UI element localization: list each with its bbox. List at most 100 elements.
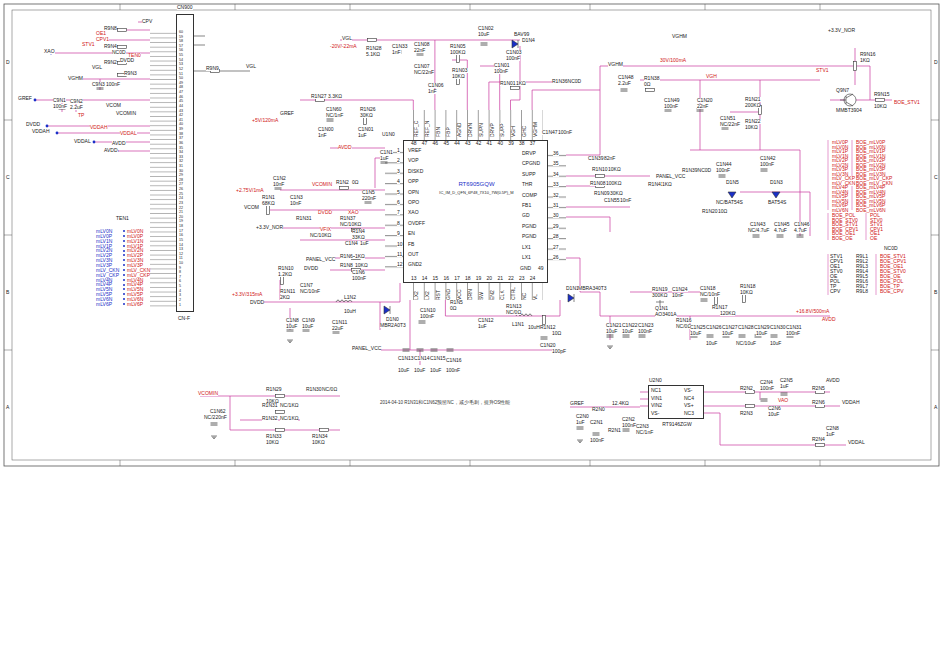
schematic-label: Q1N1 xyxy=(655,306,668,311)
schematic-label: C1N02 xyxy=(478,26,494,31)
schematic-label: B xyxy=(6,290,9,295)
schematic-label: 1uF xyxy=(780,384,789,389)
schematic-label: 43 xyxy=(179,110,183,114)
schematic-label: 100nF xyxy=(760,386,774,391)
components xyxy=(276,428,285,431)
schematic-label: OVDFF xyxy=(408,221,425,226)
schematic-label: NC/10KΩ xyxy=(340,222,361,227)
schematic-label: 1 xyxy=(179,304,181,308)
components xyxy=(266,206,269,215)
schematic-label: BOE_mLV6N xyxy=(856,208,886,213)
schematic-label: 49 xyxy=(179,82,183,86)
schematic-label: 9 xyxy=(397,231,400,236)
schematic-label: 10nF xyxy=(290,201,301,206)
schematic-label: 10KΩ xyxy=(740,290,753,295)
schematic-label: AVDD xyxy=(822,317,836,322)
schematic-label: L1N1 xyxy=(512,322,524,327)
ic-box: U2N0RT9146ZGW xyxy=(648,385,704,419)
schematic-label: VGL xyxy=(246,64,256,69)
schematic-label: 10 xyxy=(179,262,183,266)
schematic-label: RST xyxy=(436,290,441,300)
components xyxy=(333,331,340,333)
schematic-label: 49 xyxy=(538,266,544,271)
schematic-label: C1N7 xyxy=(300,283,313,288)
schematic-label: R1N08 xyxy=(590,181,606,186)
schematic-label: BOE_CPV xyxy=(880,289,904,294)
schematic-label: C1N22 xyxy=(622,323,638,328)
schematic-label: 21 xyxy=(497,276,503,281)
schematic-label: VGHM xyxy=(608,62,623,67)
schematic-label: OPN xyxy=(408,190,419,195)
components xyxy=(431,349,438,351)
schematic-label: PGND xyxy=(522,234,536,239)
schematic-label: R1N12 xyxy=(540,325,556,330)
schematic-label: 10uF xyxy=(430,368,441,373)
schematic-label: C1N4 xyxy=(345,241,358,246)
schematic-label: 12.4KΩ xyxy=(612,401,629,406)
schematic-label: 38 xyxy=(519,141,525,146)
schematic-label: 27 xyxy=(179,183,183,187)
schematic-label: 1KΩ xyxy=(355,254,365,259)
schematic-label: C1N28 xyxy=(738,325,754,330)
schematic-label: DVDD xyxy=(250,300,264,305)
schematic-label: VDDAL xyxy=(74,139,91,144)
net-dots xyxy=(34,99,37,102)
schematic-label: 0Ω xyxy=(644,82,651,87)
schematic-label: VS+ xyxy=(684,403,694,408)
schematic-label: R1N13 xyxy=(506,304,522,309)
schematic-label: 10Ω xyxy=(552,331,561,336)
schematic-label: R1N8 xyxy=(340,263,353,268)
schematic-label: 16 xyxy=(443,276,449,281)
components xyxy=(621,89,628,91)
schematic-label: FBP xyxy=(446,127,451,137)
left-net-wires xyxy=(36,22,150,151)
schematic-label: 45 xyxy=(443,141,449,146)
schematic-label: +3.3V/315mA xyxy=(232,292,262,297)
schematic-label: 35 xyxy=(553,161,559,166)
schematic-label: VCOMIN xyxy=(198,391,218,396)
components xyxy=(276,394,285,397)
components xyxy=(419,321,426,323)
schematic-label: 53 xyxy=(179,63,183,67)
net-dots xyxy=(123,279,125,281)
schematic-label: NC/1KΩ xyxy=(280,416,298,421)
schematic-label: 37 xyxy=(530,141,536,146)
schematic-label: NC/1KΩ xyxy=(280,403,298,408)
schematic-label: R1N31 xyxy=(262,403,278,408)
schematic-label: 11 xyxy=(397,252,402,257)
schematic-label: LX2 xyxy=(425,291,430,300)
schematic-label: 31 xyxy=(553,203,559,208)
schematic-label: SW xyxy=(479,292,484,300)
schematic-label: 15 xyxy=(433,276,439,281)
schematic-label: 100KΩ xyxy=(606,181,621,186)
schematic-label: NC3 xyxy=(684,411,694,416)
schematic-label: VL xyxy=(533,294,538,300)
schematic-label: GND xyxy=(520,266,531,271)
schematic-label: R2N6 xyxy=(812,400,825,405)
schematic-label: C1N49 xyxy=(664,98,680,103)
schematic-label: 1KΩ xyxy=(516,81,526,86)
schematic-label: 20 xyxy=(179,216,183,220)
schematic-label: 10uF xyxy=(690,331,701,336)
schematic-label: STV1 xyxy=(82,42,95,47)
part-reference: CN900 xyxy=(177,5,193,10)
schematic-label: OPO xyxy=(408,200,419,205)
schematic-label: 42 xyxy=(179,114,183,118)
left-caps xyxy=(118,45,127,48)
schematic-label: C1N18 xyxy=(700,286,716,291)
schematic-label: 59 xyxy=(179,36,183,40)
main-wires xyxy=(570,392,846,445)
schematic-label: AVDD xyxy=(826,378,840,383)
schematic-label: 36 xyxy=(553,151,559,156)
schematic-label: mLV6N xyxy=(832,208,848,213)
schematic-label: R1N09 xyxy=(594,191,610,196)
schematic-label: 1KΩ xyxy=(662,182,672,187)
schematic-label: C2N6 xyxy=(768,406,781,411)
schematic-label: R1N39NC0D xyxy=(682,168,711,173)
schematic-label: C9N1 xyxy=(53,98,66,103)
schematic-label: AGND xyxy=(457,123,462,137)
schematic-label: NC/0Ω xyxy=(322,387,337,392)
schematic-label: REF_C xyxy=(414,121,419,137)
schematic-label: BAV99 xyxy=(514,32,529,37)
schematic-label: 7 xyxy=(179,276,181,280)
